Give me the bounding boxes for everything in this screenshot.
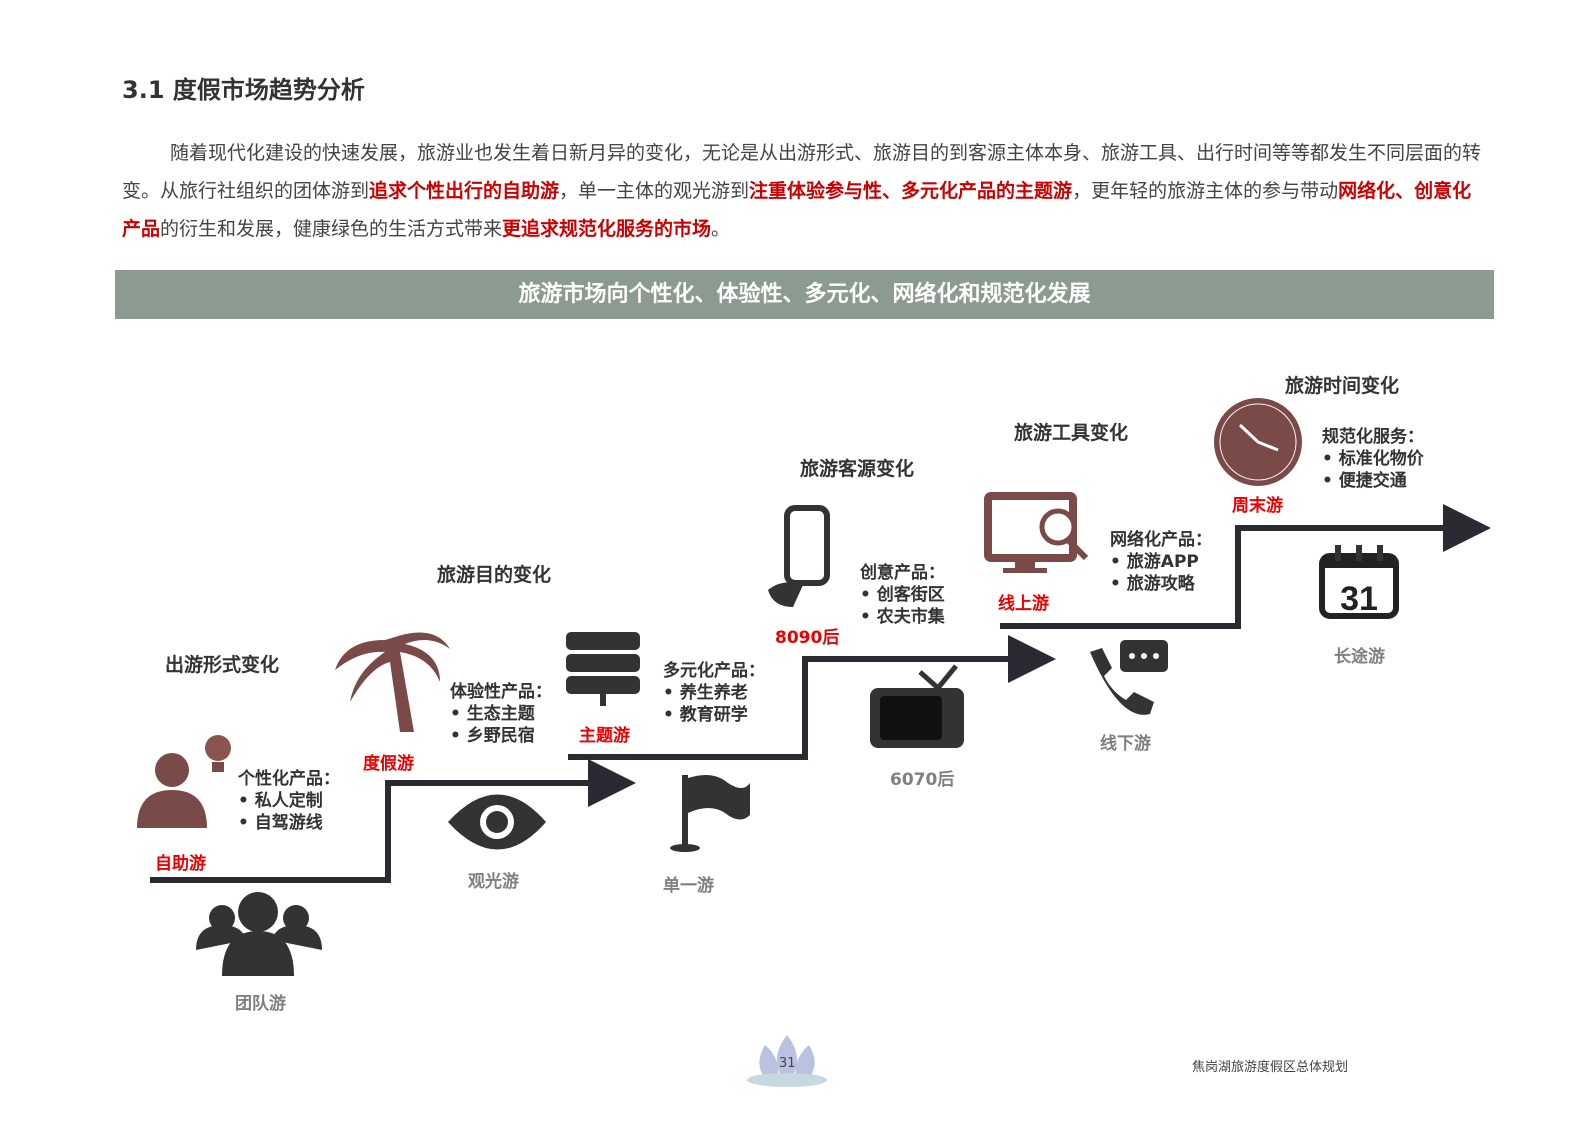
product-item: • 乡野民宿: [450, 726, 535, 746]
eye-icon: [448, 794, 546, 850]
lightbulb-icon: [205, 735, 231, 772]
flag-icon: [670, 774, 750, 852]
product-item: • 标准化物价: [1322, 449, 1424, 469]
new-trend-label: 8090后: [775, 628, 840, 648]
new-trend-label: 主题游: [579, 726, 630, 746]
old-trend-label: 单一游: [663, 876, 714, 896]
new-trend-label: 自助游: [155, 854, 206, 874]
new-trend-label: 周末游: [1232, 496, 1283, 516]
stage-title: 旅游目的变化: [437, 564, 552, 586]
person-icon: [137, 753, 207, 828]
body-text: 的衍生和发展，健康绿色的生活方式带来: [160, 218, 503, 240]
stage-title: 旅游工具变化: [1014, 422, 1129, 444]
stage-title: 出游形式变化: [165, 654, 280, 676]
tv-icon: [870, 664, 964, 748]
old-trend-label: 长途游: [1334, 647, 1385, 667]
body-text: 。: [711, 218, 731, 240]
phone-icon: [768, 505, 830, 607]
palm-tree-icon: [335, 632, 450, 732]
old-trend-label: 线下游: [1100, 734, 1151, 754]
new-trend-label: 线上游: [998, 594, 1049, 614]
calendar-day: 31: [1340, 580, 1378, 618]
old-trend-label: 6070后: [890, 770, 955, 790]
product-item: • 教育研学: [663, 705, 748, 725]
old-trend-label: 团队游: [235, 994, 286, 1014]
page-number: 31: [779, 1056, 796, 1071]
product-item: • 私人定制: [238, 791, 323, 811]
clock-icon: [1214, 398, 1302, 486]
new-trend-label: 度假游: [363, 754, 414, 774]
section-heading: 3.1 度假市场趋势分析: [122, 76, 365, 104]
product-item: • 养生养老: [663, 683, 748, 703]
old-trend-label: 观光游: [468, 872, 519, 892]
highlight-text: 注重体验参与性、多元化产品的主题游: [749, 180, 1073, 202]
server-icon: [566, 632, 640, 706]
body-text: ，更年轻的旅游主体的参与带动: [1072, 180, 1339, 202]
highlight-text: 追求个性出行的自助游: [369, 180, 560, 202]
step-line-1: [150, 759, 636, 883]
product-heading: 网络化产品：: [1110, 530, 1212, 550]
highlight-text: 更追求规范化服务的市场: [502, 218, 712, 240]
monitor-search-icon: [984, 492, 1089, 573]
body-text: ，单一主体的观光游到: [559, 180, 750, 202]
calendar-icon: 31: [1319, 545, 1399, 619]
telephone-chat-icon: [1090, 640, 1168, 715]
lotus-logo: [747, 1035, 827, 1087]
product-item: • 创客街区: [860, 585, 945, 605]
product-heading: 规范化服务：: [1322, 427, 1424, 447]
product-item: • 生态主题: [450, 704, 535, 724]
step-line-3: [1000, 504, 1491, 629]
product-item: • 农夫市集: [860, 607, 945, 627]
product-item: • 旅游APP: [1110, 552, 1199, 572]
summary-banner: 旅游市场向个性化、体验性、多元化、网络化和规范化发展: [115, 270, 1494, 319]
product-item: • 便捷交通: [1322, 471, 1407, 491]
product-item: • 自驾游线: [238, 813, 323, 833]
product-heading: 体验性产品：: [450, 682, 552, 702]
step-line-2: [568, 635, 1056, 760]
intro-paragraph: 随着现代化建设的快速发展，旅游业也发生着日新月异的变化，无论是从出游形式、旅游目…: [122, 134, 1482, 248]
stage-title: 旅游时间变化: [1285, 375, 1400, 397]
product-heading: 个性化产品：: [238, 769, 340, 789]
stage-title: 旅游客源变化: [800, 458, 915, 480]
product-item: • 旅游攻略: [1110, 574, 1195, 594]
group-icon: [196, 892, 322, 976]
product-heading: 多元化产品：: [663, 661, 765, 681]
document-title: 焦岗湖旅游度假区总体规划: [1192, 1060, 1349, 1075]
highlight-text: 网络化、创意化产品: [122, 180, 1472, 240]
body-text: 随着现代化建设的快速发展，旅游业也发生着日新月异的变化，无论是从出游形式、旅游目…: [122, 142, 1482, 202]
product-heading: 创意产品：: [860, 563, 945, 583]
